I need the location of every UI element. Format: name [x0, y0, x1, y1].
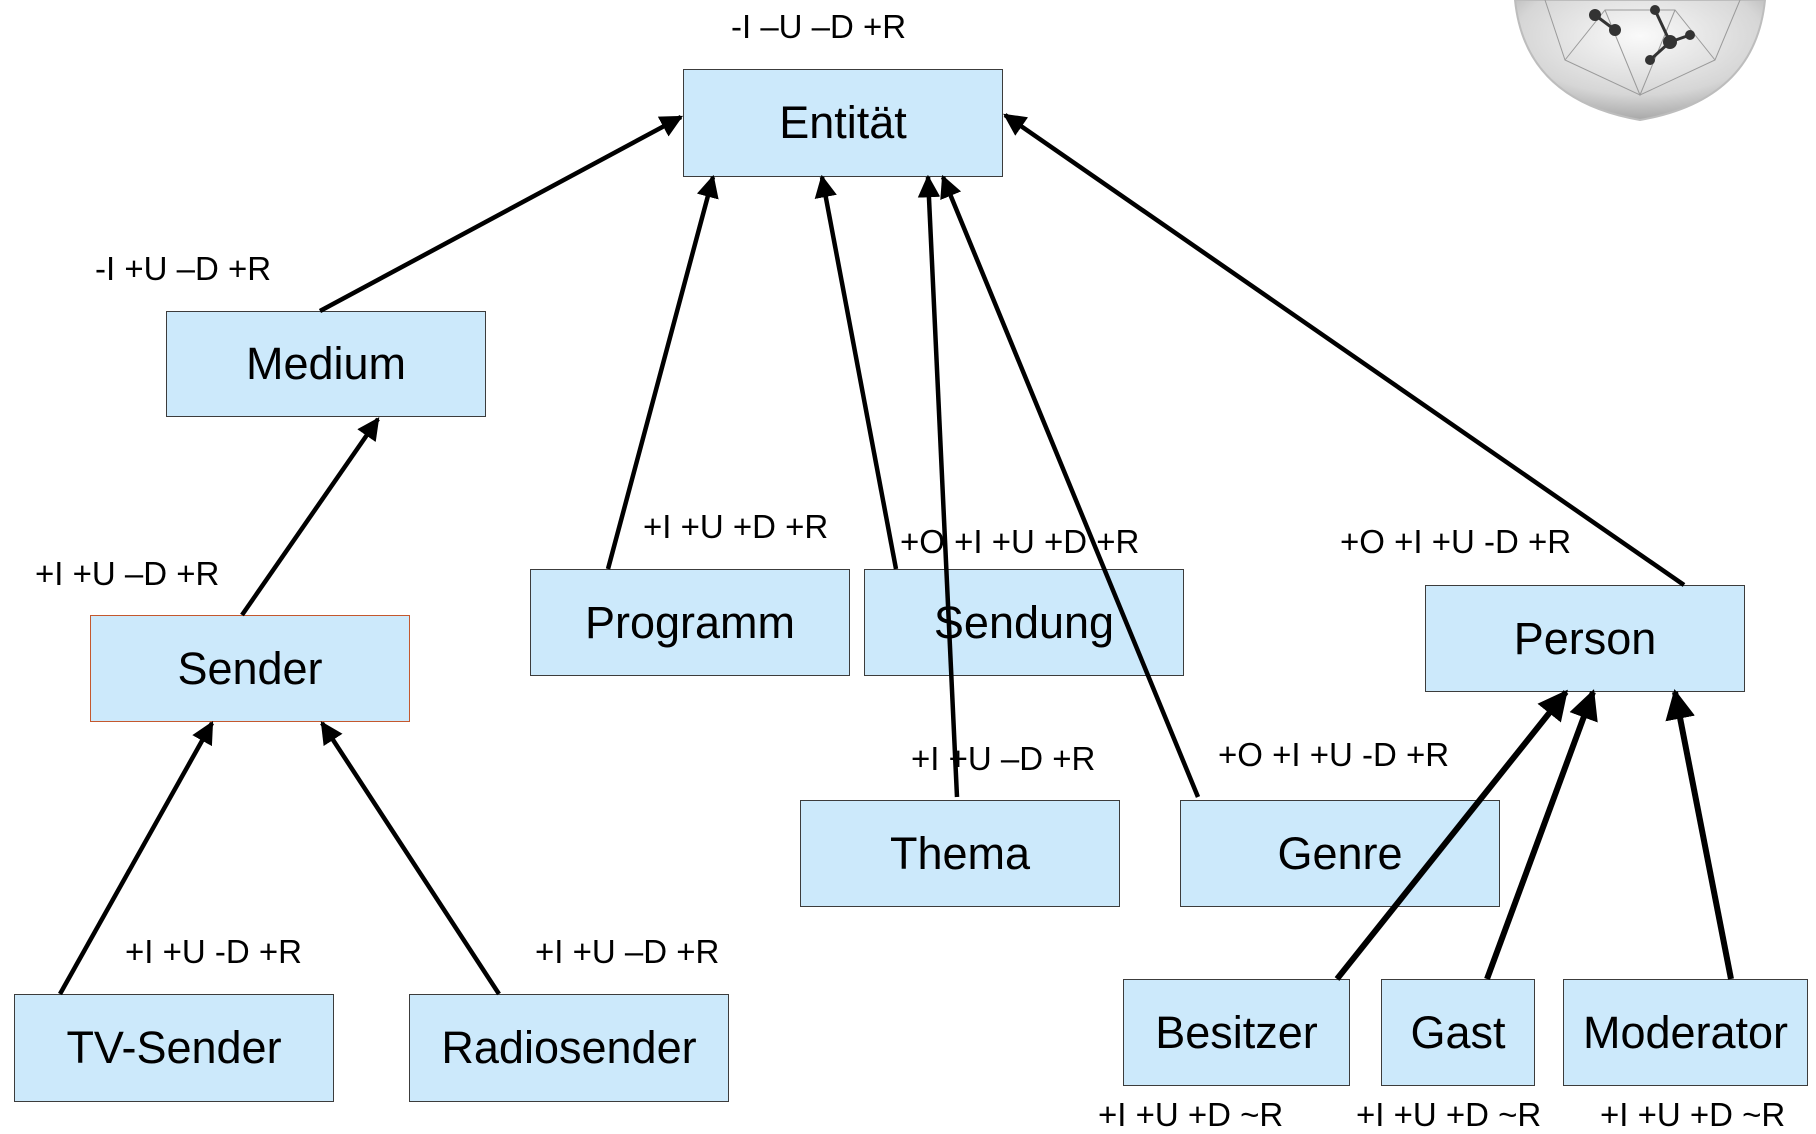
flags-radiosender: +I +U –D +R — [535, 933, 720, 970]
flags-sendung: +O +I +U +D +R — [900, 523, 1140, 560]
node-gast: Gast — [1381, 979, 1535, 1086]
flags-moderator: +I +U +D ~R — [1600, 1096, 1786, 1133]
node-radiosender: Radiosender — [409, 994, 729, 1102]
arrow-tvsender-sender — [58, 721, 214, 996]
arrow-gast-person — [1484, 689, 1598, 981]
flags-besitzer: +I +U +D ~R — [1098, 1096, 1284, 1133]
flags-gast: +I +U +D ~R — [1356, 1096, 1542, 1133]
node-sendung: Sendung — [864, 569, 1184, 676]
node-entitaet: Entität — [683, 69, 1003, 177]
arrow-sendung-entitaet — [814, 174, 899, 570]
node-medium: Medium — [166, 311, 486, 417]
arrow-radiosender-sender — [320, 721, 501, 996]
node-thema: Thema — [800, 800, 1120, 907]
node-besitzer: Besitzer — [1123, 979, 1350, 1086]
node-sender: Sender — [90, 615, 410, 722]
node-programm: Programm — [530, 569, 850, 676]
node-moderator: Moderator — [1563, 979, 1808, 1086]
arrow-moderator-person — [1665, 689, 1734, 980]
node-genre: Genre — [1180, 800, 1500, 907]
flags-genre: +O +I +U -D +R — [1218, 736, 1450, 773]
flags-thema: +I +U –D +R — [911, 740, 1096, 777]
molecule-sphere-logo-icon — [1513, 0, 1767, 122]
flags-medium: -I +U –D +R — [95, 250, 272, 287]
arrow-besitzer-person — [1334, 689, 1569, 981]
flags-sender: +I +U –D +R — [35, 555, 220, 592]
node-person: Person — [1425, 585, 1745, 692]
arrow-programm-entitaet — [605, 174, 719, 570]
flags-entitaet: -I –U –D +R — [731, 8, 907, 45]
arrow-person-entitaet — [1003, 113, 1686, 587]
arrow-thema-entitaet — [917, 174, 960, 798]
arrow-genre-entitaet — [940, 174, 1201, 798]
arrow-medium-entitaet — [318, 115, 683, 313]
flags-person: +O +I +U -D +R — [1340, 523, 1572, 560]
arrow-sender-medium — [240, 417, 380, 617]
flags-programm: +I +U +D +R — [643, 508, 829, 545]
flags-tv-sender: +I +U -D +R — [125, 933, 302, 970]
node-tv-sender: TV-Sender — [14, 994, 334, 1102]
